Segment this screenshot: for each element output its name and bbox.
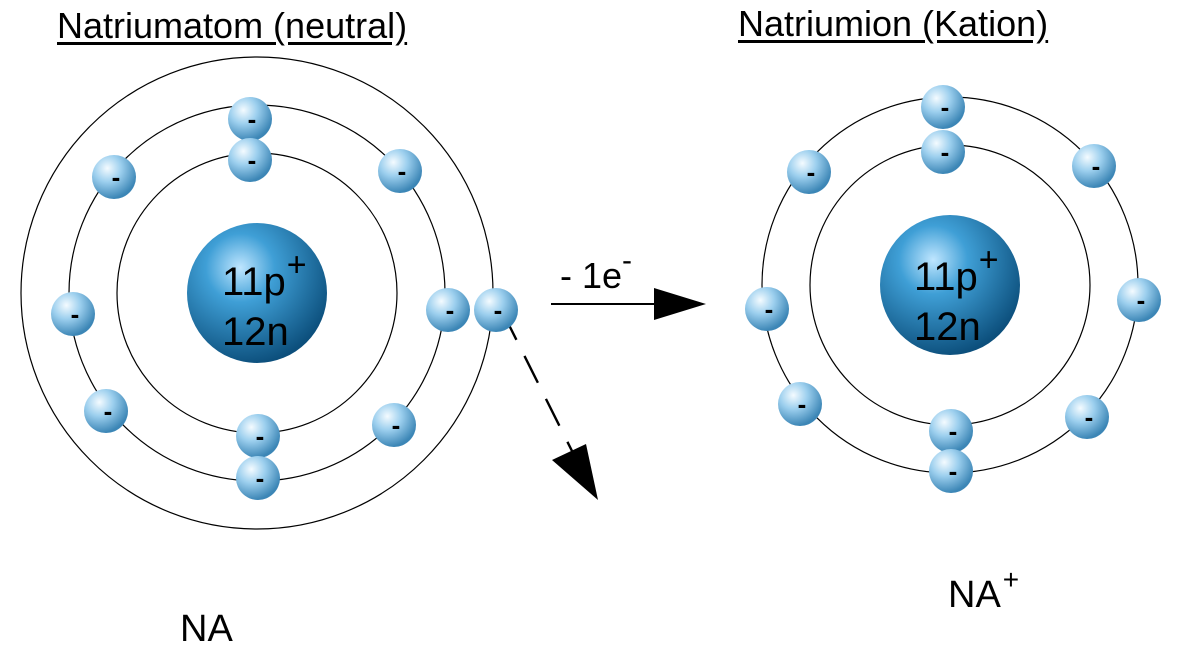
- electron: [1117, 278, 1161, 322]
- electron: [51, 292, 95, 336]
- ion-proton-count: 11p+: [914, 243, 999, 299]
- transition-text: - 1e: [560, 255, 623, 296]
- electron-charge: -: [949, 416, 958, 446]
- electron-charge: -: [1085, 402, 1094, 432]
- electron: [921, 85, 965, 129]
- transition-arrow-head: [654, 288, 706, 320]
- atom-neutron-count: 12n: [222, 310, 289, 354]
- ion-label: NA+: [948, 566, 1019, 616]
- ejection-arrow-head: [552, 444, 598, 500]
- ion-symbol: NA: [948, 574, 1001, 616]
- electron: [378, 149, 422, 193]
- electron: [92, 155, 136, 199]
- electron-charge: -: [949, 456, 958, 486]
- electron-charge: -: [112, 162, 121, 192]
- electron-charge: -: [1137, 285, 1146, 315]
- ion-title: Natriumion (Kation): [738, 3, 1049, 44]
- electron-charge: -: [765, 294, 774, 324]
- electron: [929, 449, 973, 493]
- proton-charge: +: [286, 246, 307, 284]
- atom-nucleus: [187, 223, 327, 363]
- electron-charge: -: [1092, 151, 1101, 181]
- transition-charge: -: [622, 244, 633, 277]
- electron: [228, 138, 272, 182]
- electron-charge: -: [941, 92, 950, 122]
- electron: [426, 288, 470, 332]
- transition-label: - 1e-: [560, 246, 632, 296]
- atom-title: Natriumatom (neutral): [57, 5, 408, 46]
- electron: [372, 403, 416, 447]
- electron: [778, 382, 822, 426]
- electron: [84, 389, 128, 433]
- electron-charge: -: [798, 389, 807, 419]
- electron: [474, 288, 518, 332]
- electron-charge: -: [446, 295, 455, 325]
- electron: [921, 130, 965, 174]
- ejection-arrow-shaft: [501, 312, 576, 456]
- proton-charge: +: [978, 241, 999, 279]
- electron: [929, 409, 973, 453]
- electron: [1065, 395, 1109, 439]
- electron: [236, 456, 280, 500]
- electron: [787, 150, 831, 194]
- electrons-group: - - - - - - - - - - - - - - - - - - - - -: [51, 85, 1161, 500]
- electron-charge: -: [398, 156, 407, 186]
- atom-proton-count: 11p+: [222, 248, 307, 304]
- electron-charge: -: [71, 299, 80, 329]
- electron-charge: -: [941, 137, 950, 167]
- electron-charge: -: [248, 145, 257, 175]
- proton-count: 11p: [222, 260, 286, 304]
- ion-nucleus: [880, 215, 1020, 355]
- electron-charge: -: [392, 410, 401, 440]
- proton-count: 11p: [914, 255, 978, 299]
- electron-charge: -: [256, 421, 265, 451]
- electron: [745, 287, 789, 331]
- electron: [1072, 144, 1116, 188]
- atom-label: NA: [180, 608, 233, 650]
- electron: [228, 97, 272, 141]
- electron: [236, 414, 280, 458]
- ion-charge: +: [1002, 564, 1020, 595]
- electron-charge: -: [807, 157, 816, 187]
- ion-neutron-count: 12n: [914, 305, 981, 349]
- electron-charge: -: [256, 463, 265, 493]
- electron-charge: -: [104, 396, 113, 426]
- electron-charge: -: [494, 295, 503, 325]
- electron-charge: -: [248, 104, 257, 134]
